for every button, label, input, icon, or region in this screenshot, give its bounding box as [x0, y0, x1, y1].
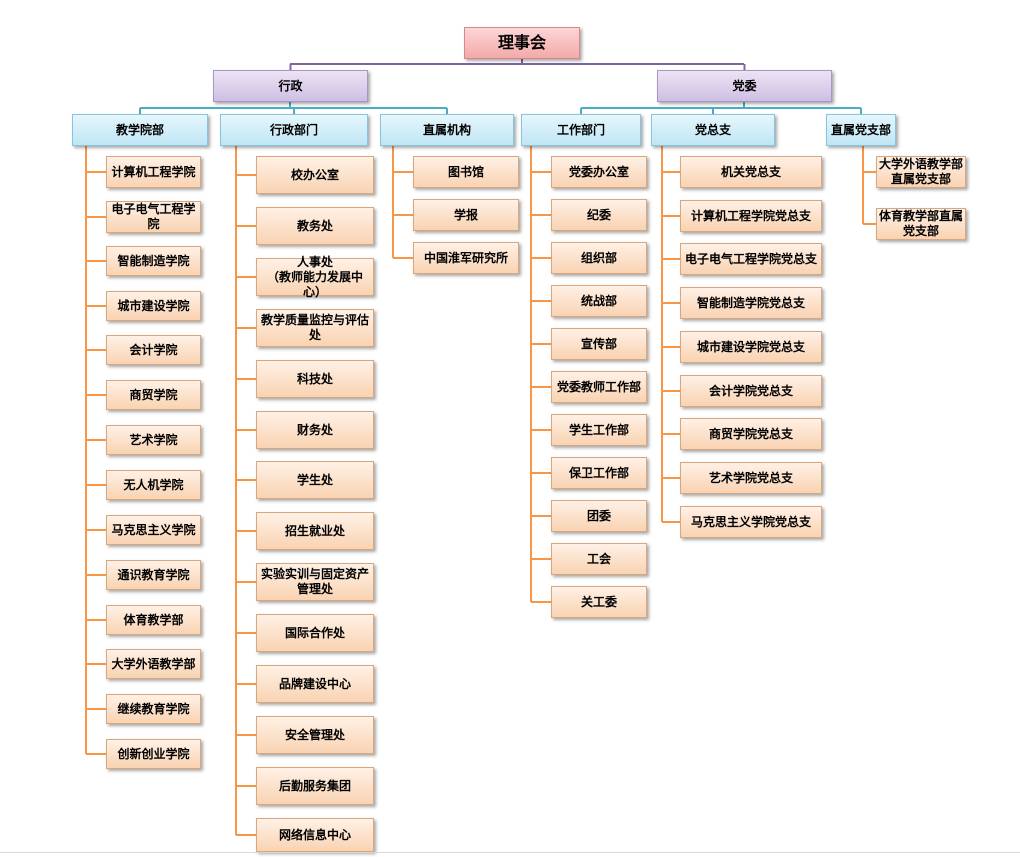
org-unit: 创新创业学院 — [106, 739, 201, 769]
org-unit: 机关党总支 — [680, 156, 822, 188]
org-unit: 品牌建设中心 — [256, 665, 374, 703]
org-unit: 学生工作部 — [551, 414, 647, 446]
org-unit: 工会 — [551, 543, 647, 575]
org-unit: 纪委 — [551, 199, 647, 231]
org-unit: 网络信息中心 — [256, 818, 374, 852]
org-unit: 商贸学院 — [106, 380, 201, 410]
org-unit: 电子电气工程学院 — [106, 201, 201, 233]
root-node: 理事会 — [464, 27, 580, 59]
org-unit: 计算机工程学院党总支 — [680, 200, 822, 232]
org-unit: 统战部 — [551, 285, 647, 317]
org-unit: 大学外语教学部 — [106, 649, 201, 679]
org-unit: 商贸学院党总支 — [680, 418, 822, 450]
org-unit: 教务处 — [256, 207, 374, 245]
branch-admin: 行政 — [213, 70, 368, 102]
org-unit: 学生处 — [256, 461, 374, 499]
org-unit: 体育教学部 — [106, 605, 201, 635]
org-unit: 继续教育学院 — [106, 694, 201, 724]
org-unit: 马克思主义学院 — [106, 515, 201, 545]
org-unit: 招生就业处 — [256, 512, 374, 550]
org-unit: 中国淮军研究所 — [413, 242, 519, 274]
org-unit: 城市建设学院 — [106, 291, 201, 321]
org-unit: 大学外语教学部直属党支部 — [876, 156, 966, 188]
org-unit: 保卫工作部 — [551, 457, 647, 489]
org-unit: 图书馆 — [413, 156, 519, 188]
org-unit: 学报 — [413, 199, 519, 231]
org-unit: 电子电气工程学院党总支 — [680, 243, 822, 275]
group-header: 教学院部 — [72, 114, 208, 146]
org-unit: 科技处 — [256, 360, 374, 398]
org-unit: 艺术学院党总支 — [680, 462, 822, 494]
org-unit: 智能制造学院 — [106, 246, 201, 276]
group-header: 行政部门 — [220, 114, 368, 146]
org-unit: 会计学院党总支 — [680, 375, 822, 407]
bottom-divider — [0, 852, 1020, 853]
org-unit: 智能制造学院党总支 — [680, 287, 822, 319]
org-unit: 实验实训与固定资产管理处 — [256, 563, 374, 601]
org-unit: 体育教学部直属党支部 — [876, 208, 966, 240]
group-header: 直属党支部 — [826, 114, 896, 146]
org-unit: 教学质量监控与评估处 — [256, 309, 374, 347]
org-unit: 国际合作处 — [256, 614, 374, 652]
group-header: 直属机构 — [380, 114, 514, 146]
org-unit: 关工委 — [551, 586, 647, 618]
org-unit: 团委 — [551, 500, 647, 532]
org-unit: 安全管理处 — [256, 716, 374, 754]
group-header: 工作部门 — [521, 114, 641, 146]
org-unit: 城市建设学院党总支 — [680, 331, 822, 363]
org-unit: 马克思主义学院党总支 — [680, 506, 822, 538]
org-unit: 组织部 — [551, 242, 647, 274]
org-unit: 党委办公室 — [551, 156, 647, 188]
org-unit: 通识教育学院 — [106, 560, 201, 590]
branch-party: 党委 — [657, 70, 832, 102]
org-unit: 人事处 （教师能力发展中心） — [256, 255, 374, 299]
org-unit: 党委教师工作部 — [551, 371, 647, 403]
org-unit: 计算机工程学院 — [106, 156, 201, 188]
org-unit: 无人机学院 — [106, 470, 201, 500]
group-header: 党总支 — [651, 114, 775, 146]
org-unit: 会计学院 — [106, 335, 201, 365]
org-unit: 艺术学院 — [106, 425, 201, 455]
org-unit: 后勤服务集团 — [256, 767, 374, 805]
org-unit: 校办公室 — [256, 156, 374, 194]
org-unit: 宣传部 — [551, 328, 647, 360]
org-unit: 财务处 — [256, 411, 374, 449]
